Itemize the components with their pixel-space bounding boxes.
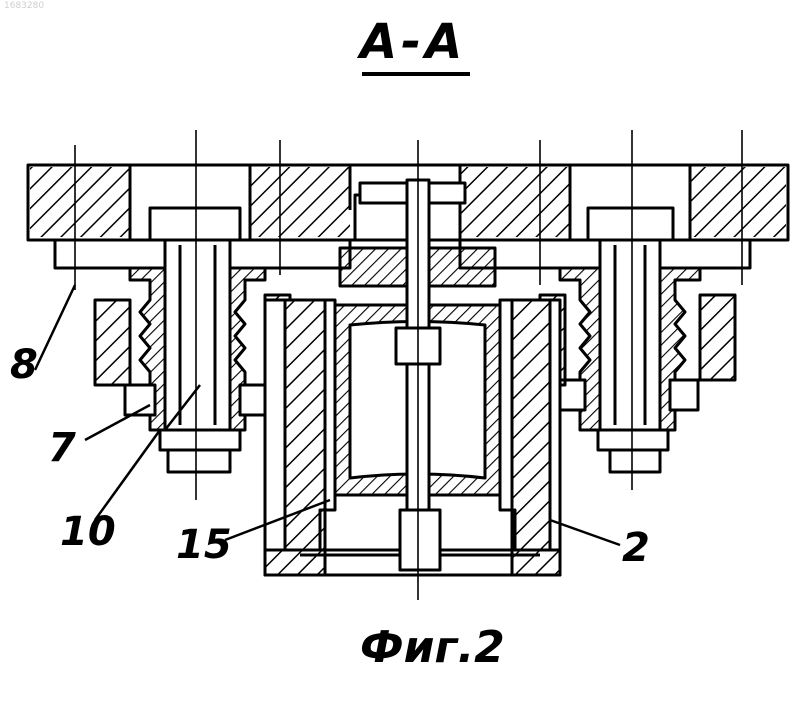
document-id-mark: 1683280 (4, 2, 44, 11)
callout-10: 10 (60, 512, 116, 552)
section-title: A-A (360, 18, 466, 66)
right-mount (540, 208, 735, 472)
callout-7: 7 (48, 428, 76, 468)
left-mount (95, 208, 290, 472)
section-title-underline (362, 72, 470, 76)
callout-8: 8 (10, 345, 38, 385)
callout-2: 2 (622, 528, 650, 568)
callout-15: 15 (176, 525, 232, 565)
figure-caption: Фиг.2 (360, 626, 505, 670)
